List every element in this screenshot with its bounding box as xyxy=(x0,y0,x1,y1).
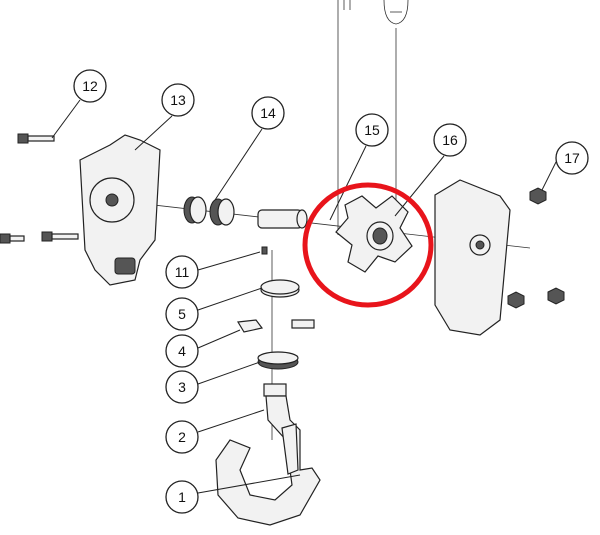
part-15-shaft xyxy=(257,209,308,229)
part-4-keys xyxy=(237,319,315,333)
svg-text:5: 5 xyxy=(178,306,186,322)
callout-13: 13 xyxy=(161,83,195,117)
callout-5: 5 xyxy=(165,297,199,331)
svg-text:14: 14 xyxy=(260,105,276,121)
svg-text:15: 15 xyxy=(364,122,380,138)
svg-text:11: 11 xyxy=(175,264,190,280)
svg-text:17: 17 xyxy=(564,150,580,166)
part-13-side-plate xyxy=(79,134,161,286)
callout-12: 12 xyxy=(73,69,107,103)
part-5-ring xyxy=(260,279,300,298)
part-16-sprocket xyxy=(335,195,413,273)
leader-lines xyxy=(51,99,557,494)
svg-text:16: 16 xyxy=(442,132,458,148)
part-17-side-plate xyxy=(434,179,565,336)
callout-1: 1 xyxy=(165,480,199,514)
svg-text:4: 4 xyxy=(178,343,186,359)
callout-15: 15 xyxy=(355,113,389,147)
part-11-pin xyxy=(261,246,268,255)
callout-2: 2 xyxy=(165,420,199,454)
callout-11: 11 xyxy=(165,255,199,289)
part-1-2-hook xyxy=(215,383,321,526)
part-12-bolts xyxy=(0,133,79,244)
svg-text:12: 12 xyxy=(82,78,98,94)
svg-text:13: 13 xyxy=(170,92,186,108)
callout-3: 3 xyxy=(165,370,199,404)
svg-text:2: 2 xyxy=(178,429,186,445)
part-3-thrust-bearing xyxy=(257,351,299,370)
callout-17: 17 xyxy=(555,141,589,175)
svg-text:1: 1 xyxy=(178,489,186,505)
callout-14: 14 xyxy=(251,96,285,130)
part-14-bearings xyxy=(183,196,235,226)
callout-16: 16 xyxy=(433,123,467,157)
svg-text:3: 3 xyxy=(178,379,186,395)
highlight-circle xyxy=(302,182,434,308)
callout-4: 4 xyxy=(165,334,199,368)
